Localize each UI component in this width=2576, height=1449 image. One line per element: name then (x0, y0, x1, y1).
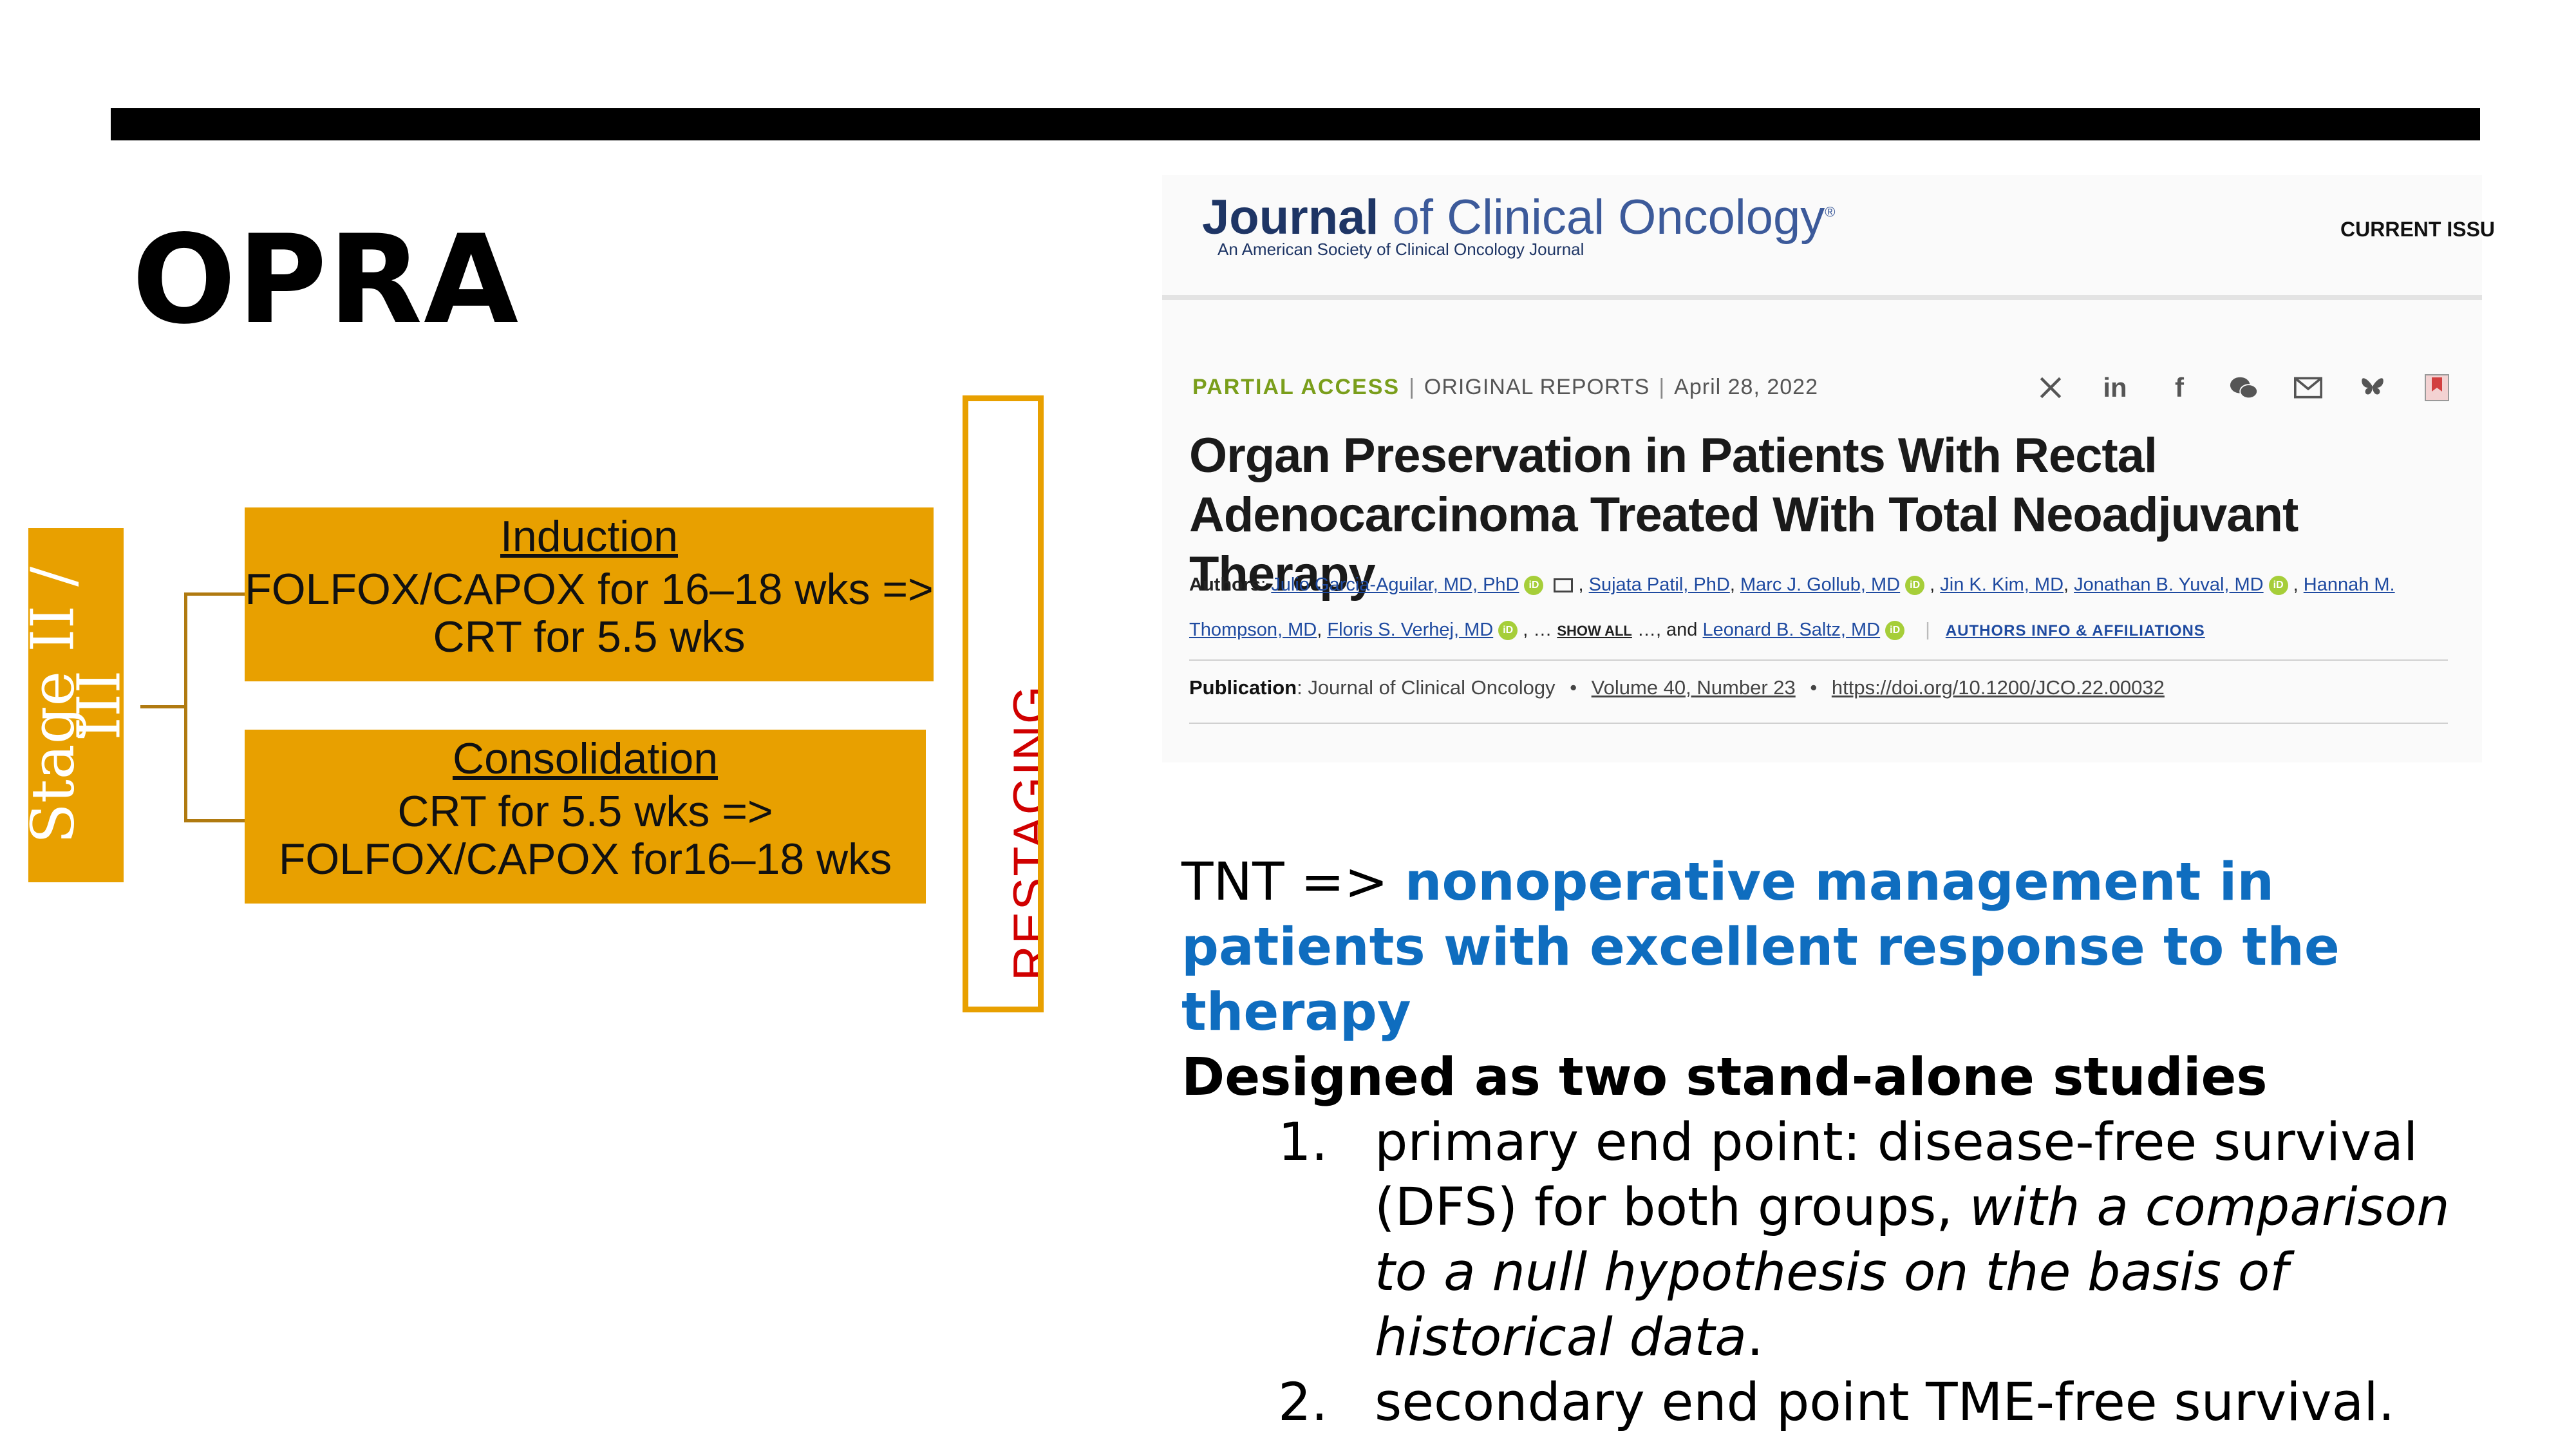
summary-lead-paragraph: TNT => nonoperative management in patien… (1181, 850, 2469, 1045)
author-link[interactable]: Jonathan B. Yuval, MD (2074, 574, 2264, 595)
bookmark-icon[interactable] (2418, 368, 2456, 407)
restaging-box: RESTAGING (963, 395, 1044, 1012)
list-item: 2. secondary end point TME-free survival… (1278, 1370, 2469, 1435)
divider (1189, 723, 2448, 724)
summary-highlight: nonoperative management in patients with… (1181, 852, 2340, 1043)
publication-name: Journal of Clinical Oncology (1308, 676, 1556, 699)
consolidation-heading: Consolidation (452, 734, 719, 783)
authors-affiliations-link[interactable]: AUTHORS INFO & AFFILIATIONS (1945, 622, 2205, 639)
induction-line-1: FOLFOX/CAPOX for 16–18 wks => (245, 565, 934, 614)
journal-logo-rest: of Clinical Oncology (1392, 190, 1825, 245)
author-link[interactable]: Hannah M. (2303, 574, 2395, 595)
point-italic: with a comparison to a null hypothesis o… (1375, 1177, 2450, 1368)
induction-heading: Induction (500, 512, 678, 561)
volume-link[interactable]: Volume 40, Number 23 (1591, 676, 1796, 699)
stage-label: Stage II / III (28, 567, 124, 844)
connector-stem (140, 705, 187, 708)
authors-label: Authors (1189, 574, 1261, 595)
author-link[interactable]: Leonard B. Saltz, MD (1702, 620, 1881, 640)
show-all-link[interactable]: SHOW ALL (1557, 623, 1632, 639)
summary-lead: TNT => (1181, 852, 1389, 913)
doi-link[interactable]: https://doi.org/10.1200/JCO.22.00032 (1831, 676, 2165, 699)
top-divider-bar (111, 108, 2480, 140)
registered-mark: ® (1825, 204, 1836, 220)
stage-box: Stage II / III (28, 528, 124, 882)
list-number: 1. (1278, 1112, 1328, 1173)
orcid-icon[interactable]: iD (1885, 621, 1905, 641)
author-link[interactable]: Sujata Patil, PhD (1588, 574, 1730, 595)
induction-box: Induction FOLFOX/CAPOX for 16–18 wks => … (245, 507, 934, 681)
header-divider (1162, 295, 2482, 300)
restaging-label: RESTAGING (1004, 685, 1044, 981)
nav-current-issue[interactable]: CURRENT ISSU (2340, 218, 2496, 241)
and-text: …, and (1637, 620, 1698, 640)
journal-article-screenshot: Journal of Clinical Oncology® An America… (1162, 175, 2495, 762)
author-link[interactable]: Jin K. Kim, MD (1940, 574, 2064, 595)
linkedin-icon[interactable]: in (2103, 372, 2127, 402)
connector-bottom (184, 819, 245, 822)
connector-top (184, 592, 245, 596)
email-icon[interactable] (2289, 368, 2327, 407)
slide-title: OPRA (132, 209, 520, 351)
author-link[interactable]: Julio Garcia-Aguilar, MD, PhD (1271, 574, 1519, 595)
list-number: 2. (1278, 1372, 1328, 1433)
summary-text: TNT => nonoperative management in patien… (1181, 850, 2469, 1435)
consolidation-box: Consolidation CRT for 5.5 wks => FOLFOX/… (245, 730, 926, 904)
publication-line: Publication: Journal of Clinical Oncolog… (1189, 676, 2165, 699)
share-toolbar: in f (2031, 368, 2456, 407)
connector-vertical (184, 594, 187, 822)
journal-logo: Journal of Clinical Oncology® (1202, 189, 1836, 245)
article-title: Organ Preservation in Patients With Rect… (1189, 428, 2299, 601)
wechat-icon[interactable] (2224, 368, 2263, 407)
endpoints-list: 1. primary end point: disease-free survi… (1181, 1110, 2469, 1435)
list-item: 1. primary end point: disease-free survi… (1278, 1110, 2469, 1370)
article-date: April 28, 2022 (1674, 375, 1818, 399)
divider (1189, 659, 2448, 661)
author-link[interactable]: Marc J. Gollub, MD (1740, 574, 1901, 595)
access-badge: PARTIAL ACCESS (1192, 375, 1400, 399)
study-design: Designed as two stand-alone studies (1181, 1047, 2268, 1108)
separator: | (1925, 620, 1930, 640)
consolidation-line-2: FOLFOX/CAPOX for16–18 wks (278, 835, 892, 884)
facebook-icon[interactable]: f (2175, 372, 2184, 402)
author-link[interactable]: Floris S. Verhej, MD (1327, 620, 1494, 640)
author-link[interactable]: Thompson, MD (1189, 620, 1317, 640)
point-end: . (1747, 1307, 1763, 1368)
bluesky-icon[interactable] (2353, 368, 2392, 407)
orcid-icon[interactable]: iD (1498, 621, 1518, 641)
article-section: ORIGINAL REPORTS (1424, 375, 1650, 399)
journal-logo-subtitle: An American Society of Clinical Oncology… (1217, 240, 1584, 259)
orcid-icon[interactable]: iD (1905, 576, 1925, 596)
point-text: primary end point: disease-free survival… (1375, 1112, 2418, 1238)
mail-icon[interactable] (1554, 578, 1574, 593)
consolidation-line-1: CRT for 5.5 wks => (397, 787, 773, 836)
journal-logo-word: Journal (1202, 190, 1379, 245)
x-icon[interactable] (2031, 368, 2070, 407)
orcid-icon[interactable]: iD (1524, 576, 1544, 596)
article-meta: PARTIAL ACCESS|ORIGINAL REPORTS|April 28… (1192, 375, 1818, 399)
point-text: secondary end point TME-free survival. (1375, 1372, 2395, 1433)
publication-label: Publication (1189, 676, 1297, 699)
induction-line-2: CRT for 5.5 wks (433, 612, 746, 661)
orcid-icon[interactable]: iD (2268, 576, 2288, 596)
